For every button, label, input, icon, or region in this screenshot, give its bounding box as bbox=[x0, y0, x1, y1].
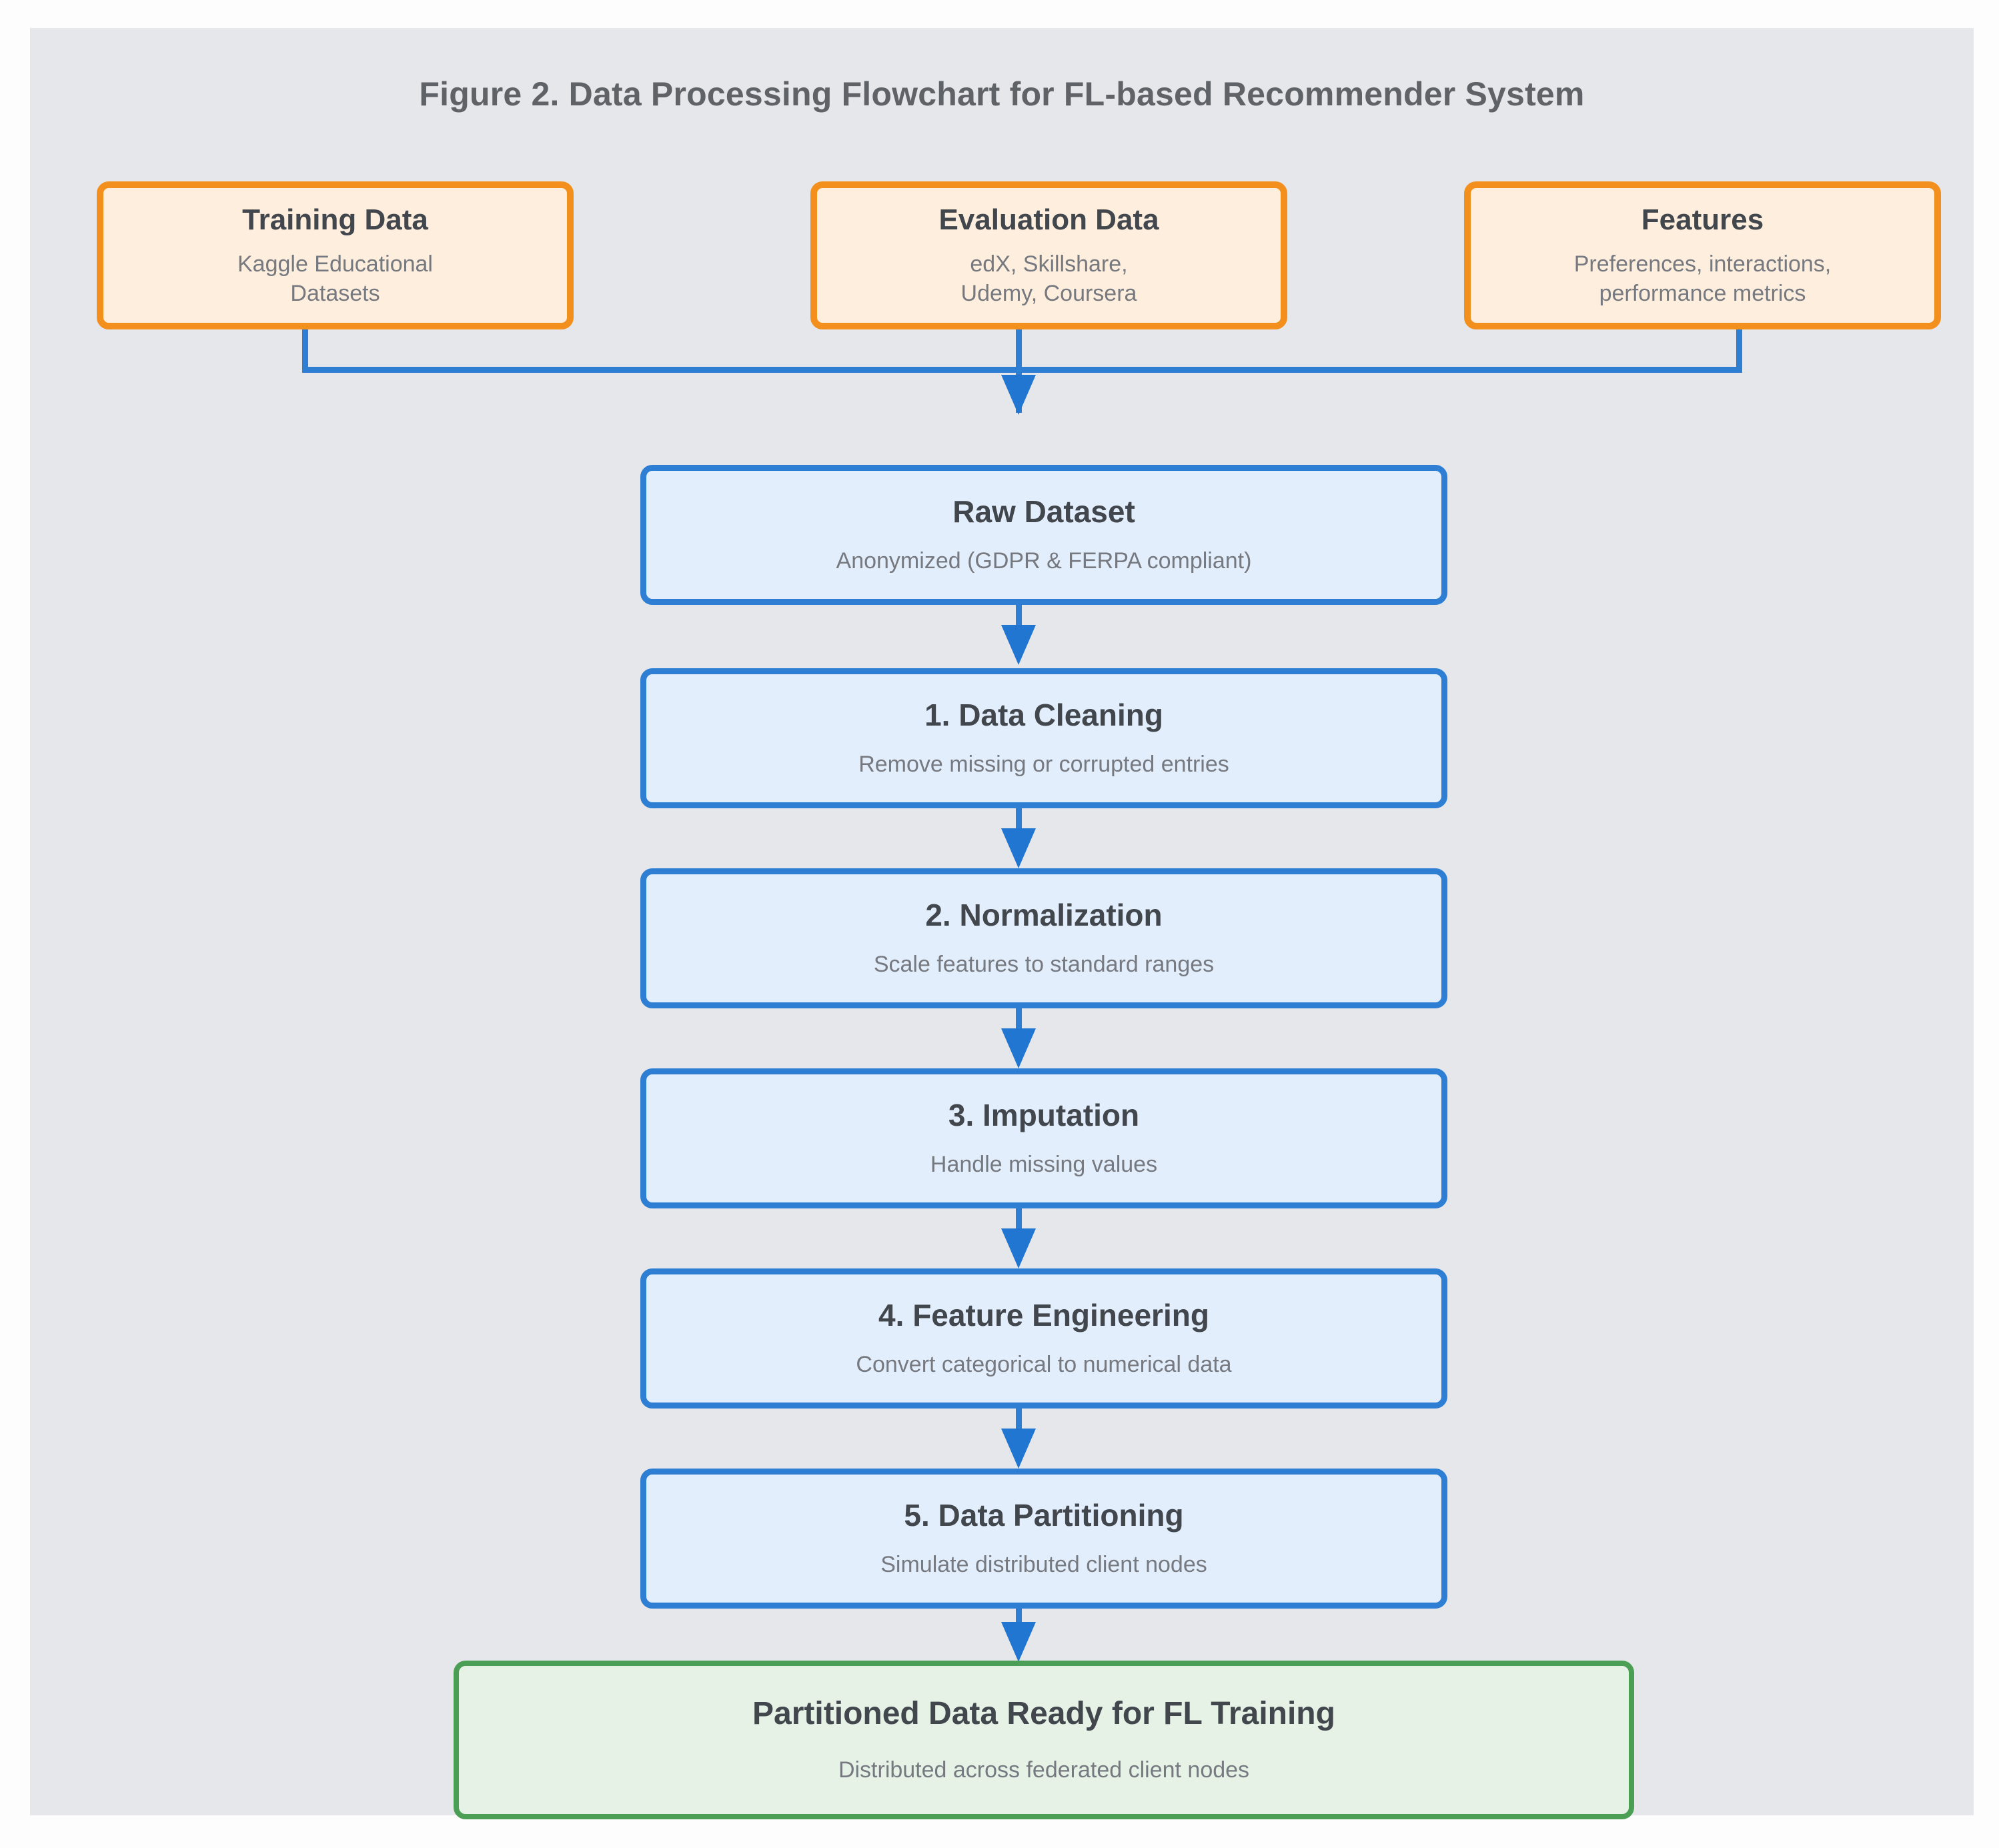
node-raw-dataset-title: Raw Dataset bbox=[952, 494, 1135, 530]
node-imputation[interactable]: 3. Imputation Handle missing values bbox=[640, 1068, 1447, 1208]
node-evaluation-data-subtitle-line2: Udemy, Coursera bbox=[960, 280, 1137, 306]
connector-source-bus bbox=[302, 367, 1742, 373]
connector-training-data-drop bbox=[302, 329, 308, 373]
figure-title: Figure 2. Data Processing Flowchart for … bbox=[419, 75, 1585, 113]
node-normalization[interactable]: 2. Normalization Scale features to stand… bbox=[640, 868, 1447, 1008]
node-evaluation-data[interactable]: Evaluation Data edX, Skillshare, Udemy, … bbox=[810, 181, 1287, 329]
node-raw-dataset[interactable]: Raw Dataset Anonymized (GDPR & FERPA com… bbox=[640, 465, 1447, 605]
node-training-data-title: Training Data bbox=[242, 203, 428, 236]
node-training-data-subtitle-line2: Datasets bbox=[290, 280, 380, 306]
node-feature-engineering-title: 4. Feature Engineering bbox=[878, 1298, 1209, 1333]
node-partitioned-data-subtitle: Distributed across federated client node… bbox=[838, 1757, 1250, 1783]
node-data-cleaning-subtitle: Remove missing or corrupted entries bbox=[858, 752, 1229, 778]
connector-imputation-to-feature-eng bbox=[1016, 1208, 1022, 1235]
arrow-into-normalization bbox=[1001, 828, 1036, 868]
node-normalization-title: 2. Normalization bbox=[925, 898, 1163, 933]
node-imputation-title: 3. Imputation bbox=[948, 1098, 1140, 1133]
node-training-data-subtitle-line1: Kaggle Educational bbox=[237, 251, 433, 277]
connector-features-drop bbox=[1736, 329, 1742, 373]
arrow-into-feature-engineering bbox=[1001, 1228, 1036, 1268]
connector-normalization-to-imputation bbox=[1016, 1008, 1022, 1035]
node-data-cleaning-title: 1. Data Cleaning bbox=[924, 698, 1163, 733]
arrow-into-partitioned-data bbox=[1001, 1622, 1036, 1662]
arrow-into-raw-dataset bbox=[1001, 375, 1036, 415]
node-evaluation-data-subtitle-line1: edX, Skillshare, bbox=[970, 251, 1128, 277]
node-imputation-subtitle: Handle missing values bbox=[930, 1152, 1158, 1178]
node-partitioned-data[interactable]: Partitioned Data Ready for FL Training D… bbox=[454, 1661, 1634, 1819]
node-data-partitioning[interactable]: 5. Data Partitioning Simulate distribute… bbox=[640, 1469, 1447, 1609]
node-feature-engineering[interactable]: 4. Feature Engineering Convert categoric… bbox=[640, 1268, 1447, 1409]
node-data-partitioning-title: 5. Data Partitioning bbox=[904, 1498, 1184, 1533]
node-data-cleaning[interactable]: 1. Data Cleaning Remove missing or corru… bbox=[640, 668, 1447, 808]
connector-raw-to-cleaning bbox=[1016, 605, 1022, 632]
node-data-partitioning-subtitle: Simulate distributed client nodes bbox=[880, 1552, 1207, 1578]
node-raw-dataset-subtitle: Anonymized (GDPR & FERPA compliant) bbox=[836, 548, 1252, 574]
node-features[interactable]: Features Preferences, interactions, perf… bbox=[1464, 181, 1941, 329]
connector-feature-eng-to-partitioning bbox=[1016, 1409, 1022, 1435]
node-evaluation-data-title: Evaluation Data bbox=[938, 203, 1159, 236]
node-features-title: Features bbox=[1641, 203, 1764, 236]
arrow-into-imputation bbox=[1001, 1028, 1036, 1068]
arrow-into-data-partitioning bbox=[1001, 1429, 1036, 1469]
flowchart-canvas: Figure 2. Data Processing Flowchart for … bbox=[30, 28, 1974, 1819]
node-features-subtitle-line1: Preferences, interactions, bbox=[1573, 251, 1832, 277]
arrow-into-data-cleaning bbox=[1001, 625, 1036, 665]
node-normalization-subtitle: Scale features to standard ranges bbox=[873, 952, 1215, 978]
node-training-data[interactable]: Training Data Kaggle Educational Dataset… bbox=[97, 181, 574, 329]
node-feature-engineering-subtitle: Convert categorical to numerical data bbox=[856, 1352, 1232, 1378]
node-features-subtitle-line2: performance metrics bbox=[1599, 280, 1806, 306]
node-partitioned-data-title: Partitioned Data Ready for FL Training bbox=[752, 1695, 1335, 1731]
connector-cleaning-to-normalization bbox=[1016, 808, 1022, 835]
